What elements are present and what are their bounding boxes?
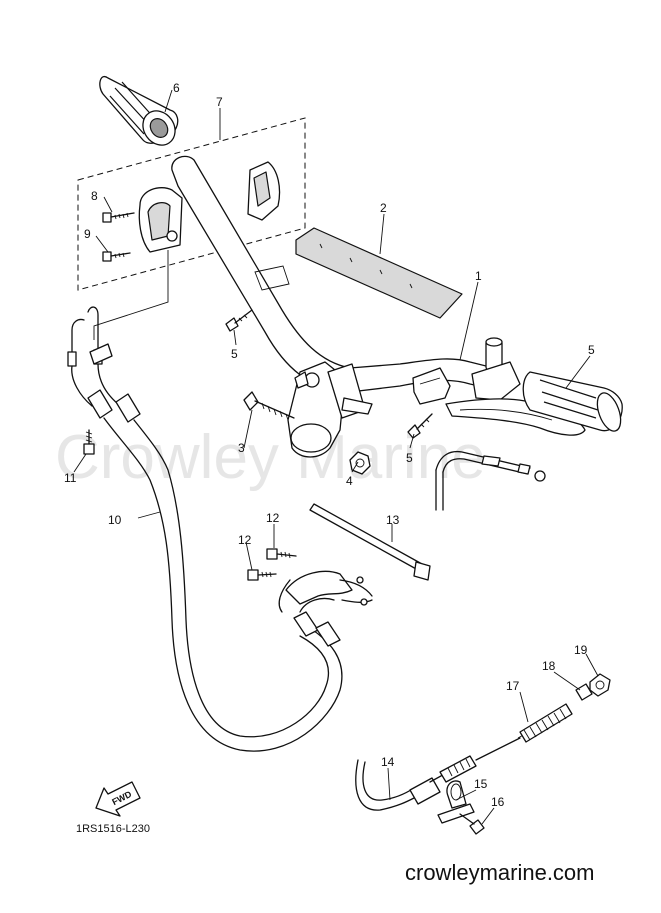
watermark: Crowley Marine [55,423,486,492]
fwd-arrow-icon: FWD [95,781,141,817]
part-18-collar [575,683,593,701]
screw-9-upper [102,212,135,223]
callout-9-lower: 9 [84,227,91,241]
screw-12-lower [247,569,277,581]
leader-lines [73,89,599,825]
callout-9-upper: 8 [91,189,98,203]
cable-tie [309,503,431,581]
throttle-cable-10 [67,306,343,752]
screw-5-left [225,309,253,332]
callout-16: 16 [491,795,505,809]
screw-5-right [407,413,433,439]
callout-15: 15 [474,777,488,791]
callout-11: 11 [64,471,77,485]
clutch-cable-14 [355,450,546,811]
callout-2: 2 [380,201,387,215]
switch-housing-right [247,161,281,221]
carburetor-cable-end [278,570,373,647]
callout-1: 1 [475,269,482,283]
clutch-cable-engine-end [409,737,521,805]
switch-assembly-group [77,117,306,291]
callout-13: 13 [386,513,400,527]
callout-4: 4 [346,474,353,488]
callout-12-lower: 12 [238,533,252,547]
switch-housing-left [138,187,183,253]
cable-holder-15 [437,780,475,824]
callout-17: 17 [506,679,520,693]
callout-7: 6 [173,81,180,95]
callout-14: 14 [381,755,395,769]
callout-10: 10 [108,513,122,527]
left-grip [522,371,623,432]
screw-9-lower [102,251,131,262]
callout-labels: 6 7 8 9 2 1 5 5 5 3 4 10 11 12 12 13 14 … [64,81,595,809]
part-19-nut [589,673,611,697]
callout-5-right: 5 [406,451,413,465]
callout-6: 5 [588,343,595,357]
nut-4 [349,451,371,475]
bolt-11 [83,429,95,455]
callout-12-upper: 12 [266,511,280,525]
callout-5-left: 5 [231,347,238,361]
clutch-spring-17 [517,703,573,743]
handlebar-pad [295,227,463,319]
site-url: crowleymarine.com [405,860,595,885]
throttle-grip [99,75,179,146]
callout-8: 7 [216,95,223,109]
lever-bracket [412,367,451,405]
callout-19: 19 [574,643,588,657]
callout-3: 3 [238,441,245,455]
screw-12-upper [266,548,297,560]
bolt-16 [459,813,485,835]
handlebar-clamp [287,361,373,458]
diagram-code: 1RS1516-L230 [76,823,150,835]
bolt-3 [243,391,295,421]
callout-18: 18 [542,659,556,673]
